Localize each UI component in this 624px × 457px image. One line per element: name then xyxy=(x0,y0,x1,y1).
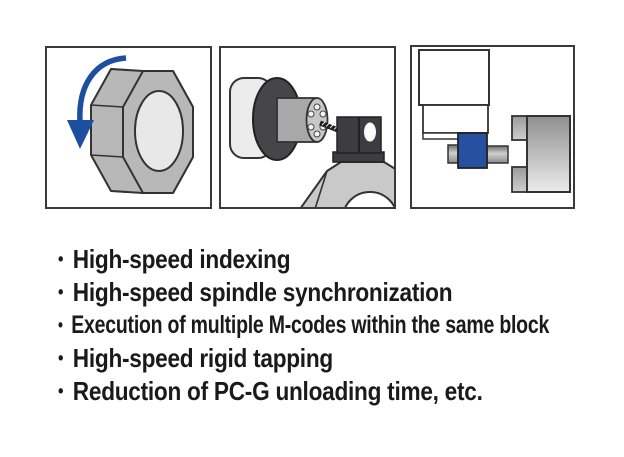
panel-spindle-synchronization xyxy=(219,46,396,209)
panel-unloading xyxy=(410,45,575,209)
feature-text: High-speed indexing xyxy=(72,244,291,274)
chuck-jaw-top xyxy=(511,115,528,141)
rotation-arrow-icon xyxy=(67,55,127,149)
bullet-icon: • xyxy=(58,249,64,269)
spindle-synchronization-illustration xyxy=(229,77,394,207)
gantry-head-upper xyxy=(418,49,490,106)
tool-block-hole xyxy=(364,122,376,142)
turret-indexing-illustration xyxy=(67,55,194,194)
feature-item: • High-speed rigid tapping xyxy=(58,342,606,375)
feature-item: • High-speed indexing xyxy=(58,243,606,276)
turret-facet-lines xyxy=(90,68,144,194)
workpiece-shaft-left xyxy=(447,144,459,164)
workpiece-shaft-right xyxy=(486,145,509,164)
feature-item: • High-speed spindle synchronization xyxy=(58,276,606,309)
blue-gripper-block xyxy=(457,132,488,169)
turret-notch xyxy=(344,191,394,207)
bullet-icon: • xyxy=(58,381,64,401)
drill-bit xyxy=(319,120,339,133)
bullet-icon: • xyxy=(58,348,64,368)
feature-text: Execution of multiple M-codes within the… xyxy=(71,311,550,339)
bullet-icon: • xyxy=(58,282,64,302)
feature-text: High-speed spindle synchronization xyxy=(72,277,453,307)
turret-center-hole xyxy=(134,90,184,172)
collet-face xyxy=(305,97,329,143)
turret-fold-line xyxy=(314,170,328,207)
feature-item: • Execution of multiple M-codes within t… xyxy=(58,309,549,342)
gantry-head-lower xyxy=(422,104,489,134)
unloading-illustration xyxy=(418,49,571,193)
bullet-icon: • xyxy=(58,315,63,335)
feature-text: High-speed rigid tapping xyxy=(72,343,333,373)
feature-text: Reduction of PC-G unloading time, etc. xyxy=(72,376,483,406)
feature-list: • High-speed indexing • High-speed spind… xyxy=(58,243,624,408)
chuck-jaw-bottom xyxy=(511,166,528,193)
chuck-body xyxy=(526,115,571,193)
feature-item: • Reduction of PC-G unloading time, etc. xyxy=(58,375,606,408)
panel-high-speed-indexing xyxy=(45,46,212,209)
